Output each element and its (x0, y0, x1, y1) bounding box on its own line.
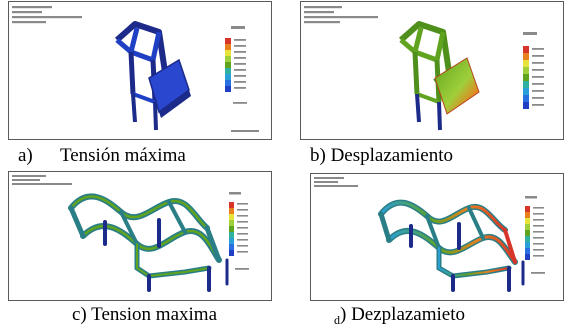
panel-c-canvas (12, 175, 249, 292)
panel-b-displacement-result (300, 1, 564, 140)
panel-a-color-legend (225, 26, 259, 132)
panel-b-annotation (304, 6, 378, 24)
caption-d-letter: d (334, 313, 340, 327)
caption-d: d) Dezplazamieto (334, 304, 465, 331)
panel-d-displacement-result (310, 173, 564, 301)
caption-c: c) Tension maxima (72, 304, 217, 326)
panel-d-annotation (314, 177, 358, 187)
panel-b-color-legend (523, 32, 544, 109)
panel-d-frame-model (378, 199, 525, 292)
panel-d-canvas (314, 177, 545, 292)
panel-d-color-legend (525, 196, 545, 274)
panel-a-annotation (12, 6, 82, 24)
panel-a-frame-model (115, 21, 191, 131)
panel-c-annotation (12, 175, 72, 185)
panel-a-canvas (12, 6, 259, 132)
caption-a-letter: a) (18, 145, 33, 166)
caption-b-text: b) Desplazamiento (310, 145, 453, 166)
panel-c-stress-result (8, 171, 272, 301)
caption-c-text: c) Tension maxima (72, 304, 218, 325)
caption-b: b) Desplazamiento (310, 145, 453, 167)
caption-d-title: ) Dezplazamieto (340, 304, 466, 325)
caption-a-title: Tensión máxima (59, 145, 186, 166)
panel-a-stress-result (8, 1, 272, 140)
caption-a: a) Tensión máxima (18, 145, 186, 167)
panel-c-color-legend (229, 192, 249, 270)
panel-c-frame-model (68, 193, 229, 292)
panel-b-canvas (304, 6, 544, 131)
panel-b-frame-model (399, 21, 480, 131)
